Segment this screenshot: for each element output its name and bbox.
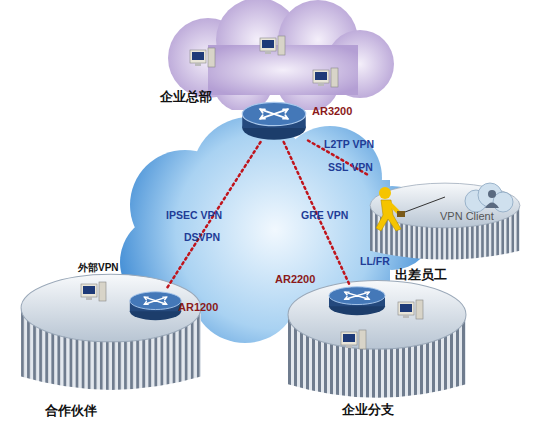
node-label: 合作伙伴 — [45, 403, 97, 419]
site-platform-shape — [282, 268, 472, 403]
shape-part — [260, 109, 287, 118]
shape-part — [195, 63, 201, 66]
router: AR2200 — [327, 285, 387, 317]
edge-label: GRE VPN — [301, 209, 348, 222]
shape-part — [488, 190, 496, 198]
node-label: AR1200 — [178, 301, 218, 314]
shape-part — [260, 38, 276, 51]
shape-part — [403, 315, 409, 318]
shape-part — [318, 83, 324, 86]
shape-part — [242, 102, 305, 125]
shape-part — [345, 292, 369, 299]
shape-part — [130, 292, 181, 310]
node-label: AR3200 — [312, 105, 352, 118]
shape-part — [315, 72, 327, 80]
shape-part — [465, 183, 513, 212]
computer-icon — [313, 68, 338, 87]
shape-part — [81, 284, 97, 297]
shape-part — [313, 70, 329, 83]
computer-icon — [341, 330, 366, 349]
shape-part — [208, 48, 215, 67]
shape-part — [192, 52, 204, 60]
shape-part — [99, 282, 106, 301]
site-platform: 合作伙伴AR1200 — [15, 262, 207, 395]
remote-platform: 出差员工VPN Client — [365, 175, 525, 263]
shape-part — [260, 109, 287, 118]
shape-part — [346, 345, 352, 348]
shape-part — [262, 40, 274, 48]
router: AR3200 — [240, 100, 308, 142]
node-label: 企业总部 — [160, 89, 212, 105]
computer-icon — [81, 282, 106, 301]
shape-part — [83, 286, 95, 294]
vpn-link — [166, 142, 261, 290]
vpn-client: VPN Client — [440, 181, 525, 236]
shape-part — [341, 332, 357, 345]
computer-icon — [394, 296, 434, 326]
site-note: 外部VPN — [78, 262, 119, 274]
shape-part — [493, 192, 513, 212]
shape-part — [288, 280, 466, 349]
shape-part — [278, 36, 285, 55]
node-label: VPN Client — [440, 210, 494, 223]
computer-icon — [190, 48, 215, 67]
router-icon — [240, 100, 308, 142]
shape-part — [190, 50, 206, 63]
edge-label: SSL VPN — [328, 161, 373, 174]
computer-icon — [260, 36, 285, 55]
shape-part — [359, 330, 366, 349]
router-icon — [128, 290, 183, 322]
shape-part — [400, 304, 412, 312]
traveler-figure — [367, 183, 447, 243]
vpn-type-label: L2TP VPN — [324, 138, 374, 151]
vpn-type-label: DSVPN — [184, 231, 220, 244]
shape-part — [345, 292, 369, 299]
node-label: 出差员工 — [395, 267, 447, 283]
site-platform: 企业分支AR2200 — [282, 268, 472, 403]
shape-part — [379, 187, 391, 199]
node-label: 企业分支 — [342, 402, 394, 418]
client-cloud-icon — [458, 181, 518, 215]
site-cloud: 企业总部 — [148, 0, 398, 110]
shape-part — [145, 297, 167, 304]
computer-icon — [398, 300, 423, 319]
shape-part — [86, 297, 92, 300]
site-platform-shape — [15, 262, 207, 395]
shape-part — [485, 203, 499, 209]
shape-part — [145, 297, 167, 304]
shape-part — [398, 302, 414, 315]
shape-part — [331, 68, 338, 87]
shape-part — [145, 297, 167, 304]
router: AR1200 — [128, 290, 183, 322]
computer-icon — [77, 278, 117, 308]
shape-part — [345, 292, 369, 299]
link-type-label: LL/FR — [360, 255, 390, 268]
edge-label: IPSEC VPN — [166, 209, 222, 222]
shape-part — [416, 300, 423, 319]
shape-part — [21, 274, 201, 342]
router-icon — [327, 285, 387, 317]
shape-part — [170, 180, 390, 290]
shape-part — [343, 334, 355, 342]
shape-part — [260, 109, 287, 118]
shape-part — [265, 51, 271, 54]
shape-part — [397, 211, 405, 217]
shape-part — [329, 287, 385, 305]
node-label: AR2200 — [275, 273, 315, 286]
computer-icon — [337, 326, 377, 356]
